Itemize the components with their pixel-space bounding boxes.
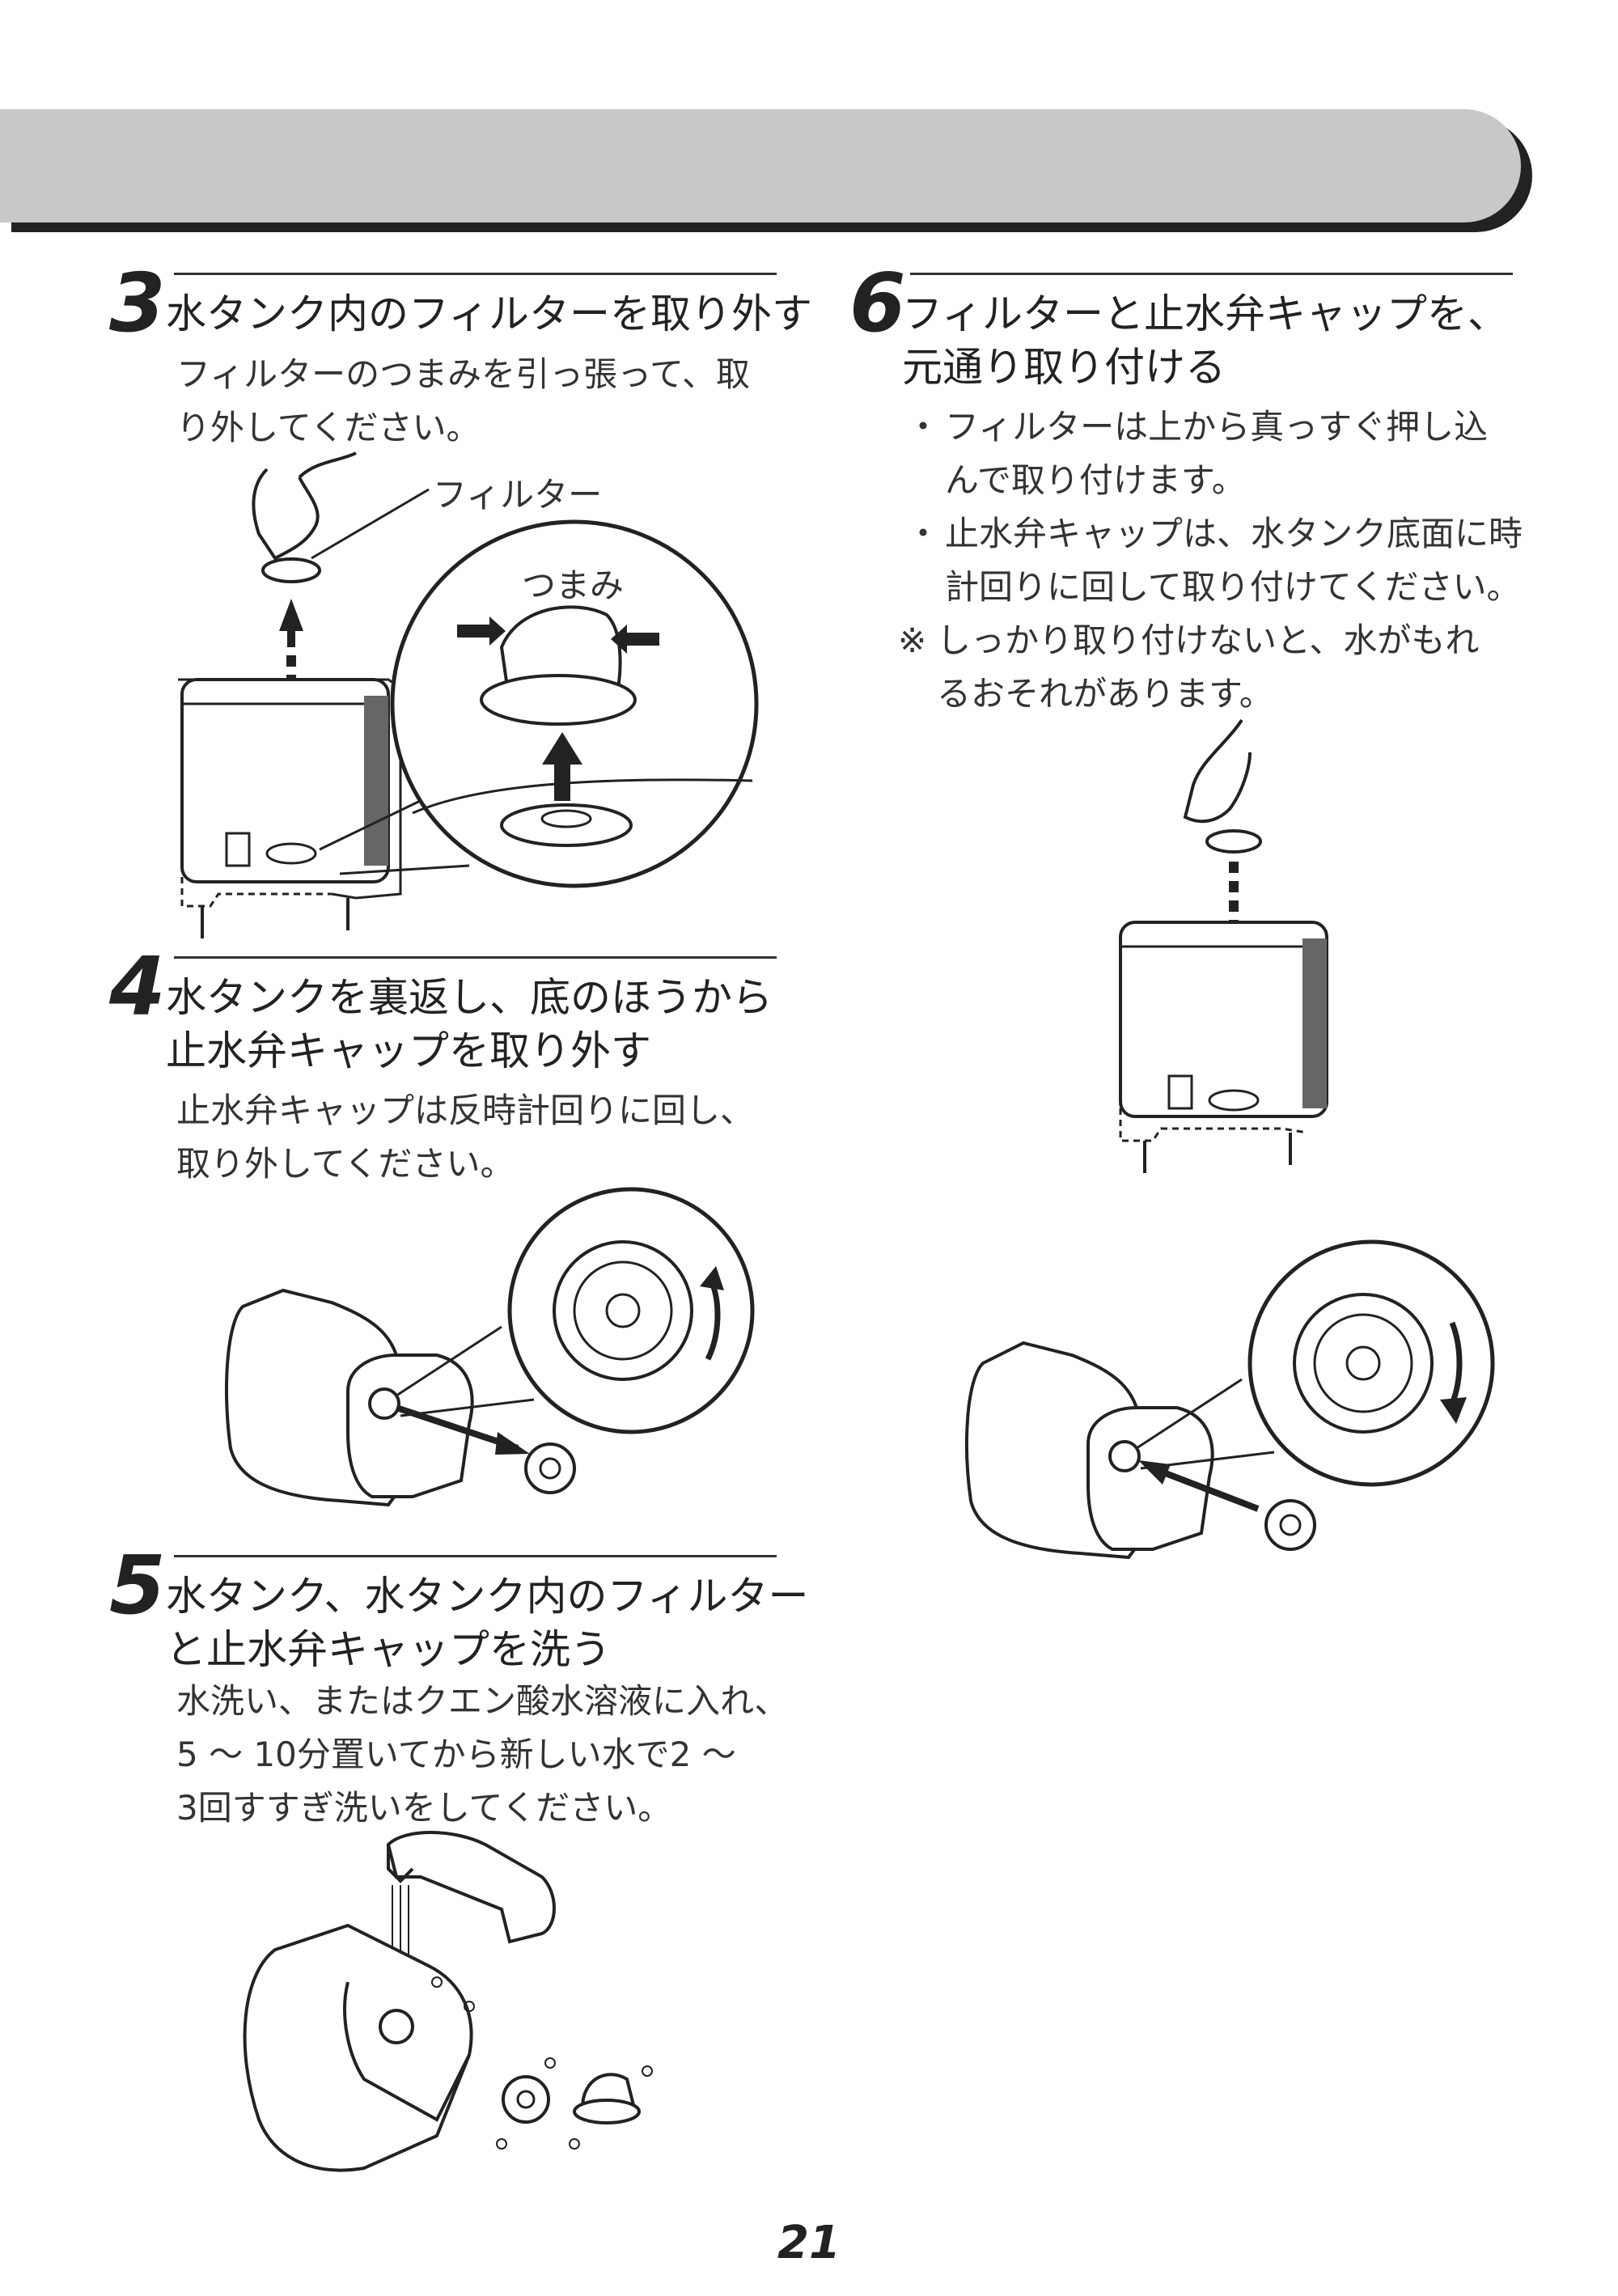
step-body: ・ フィルターは上から真っすぐ押し込 んで取り付けます。 ・ 止水弁キャップは、… bbox=[898, 400, 1523, 721]
step-5: 5 水タンク、水タンク内のフィルター と止水弁キャップを洗う 水洗い、またはクエ… bbox=[109, 1538, 809, 1836]
step-title: 水タンクを裏返し、底のほうから 止水弁キャップを取り外す bbox=[166, 974, 773, 1074]
section-header-bar bbox=[0, 109, 1521, 222]
valve-cap-removal-illustration bbox=[225, 1187, 755, 1507]
step-number: 6 bbox=[849, 256, 906, 350]
step-number: 4 bbox=[109, 939, 166, 1034]
caution-note: ※ しっかり取り付けないと、水がもれ るおそれがあります。 bbox=[898, 621, 1480, 714]
step-body: 水洗い、またはクエン酸水溶液に入れ、 5 ～ 10分置いてから新しい水で2 ～ … bbox=[176, 1681, 789, 1828]
step-divider bbox=[174, 1555, 777, 1557]
knob-label: つまみ bbox=[522, 566, 625, 605]
page-number: 21 bbox=[777, 2217, 841, 2269]
step-body: 止水弁キャップは反時計回りに回し、 取り外してください。 bbox=[176, 1091, 755, 1184]
filter-label: フィルター bbox=[433, 475, 603, 515]
valve-cap-install-illustration bbox=[965, 1239, 1495, 1560]
step-4: 4 水タンクを裏返し、底のほうから 止水弁キャップを取り外す 止水弁キャップは反… bbox=[109, 947, 781, 1205]
step-divider bbox=[910, 273, 1513, 275]
step-3: 3 水タンク内のフィルターを取り外す フィルターのつまみを引っ張って、取 り外し… bbox=[109, 256, 812, 910]
step-number: 3 bbox=[109, 256, 166, 350]
step-divider bbox=[174, 956, 777, 959]
filter-install-illustration bbox=[1119, 718, 1328, 1173]
bullet-item: ・ 止水弁キャップは、水タンク底面に時 計回りに回して取り付けてください。 bbox=[906, 514, 1523, 607]
step-number: 5 bbox=[109, 1538, 166, 1633]
step-title: 水タンク、水タンク内のフィルター と止水弁キャップを洗う bbox=[166, 1573, 809, 1673]
step-6: 6 フィルターと止水弁キャップを、 元通り取り付ける ・ フィルターは上から真っ… bbox=[849, 256, 1523, 716]
washing-illustration bbox=[243, 1831, 653, 2172]
step-divider bbox=[174, 273, 777, 275]
step-body: フィルターのつまみを引っ張って、取 り外してください。 bbox=[176, 354, 750, 447]
bullet-item: ・ フィルターは上から真っすぐ押し込 んで取り付けます。 bbox=[906, 407, 1489, 500]
step-title: 水タンク内のフィルターを取り外す bbox=[166, 290, 812, 337]
filter-removal-illustration bbox=[178, 451, 759, 938]
step-title: フィルターと止水弁キャップを、 元通り取り付ける bbox=[902, 290, 1508, 391]
